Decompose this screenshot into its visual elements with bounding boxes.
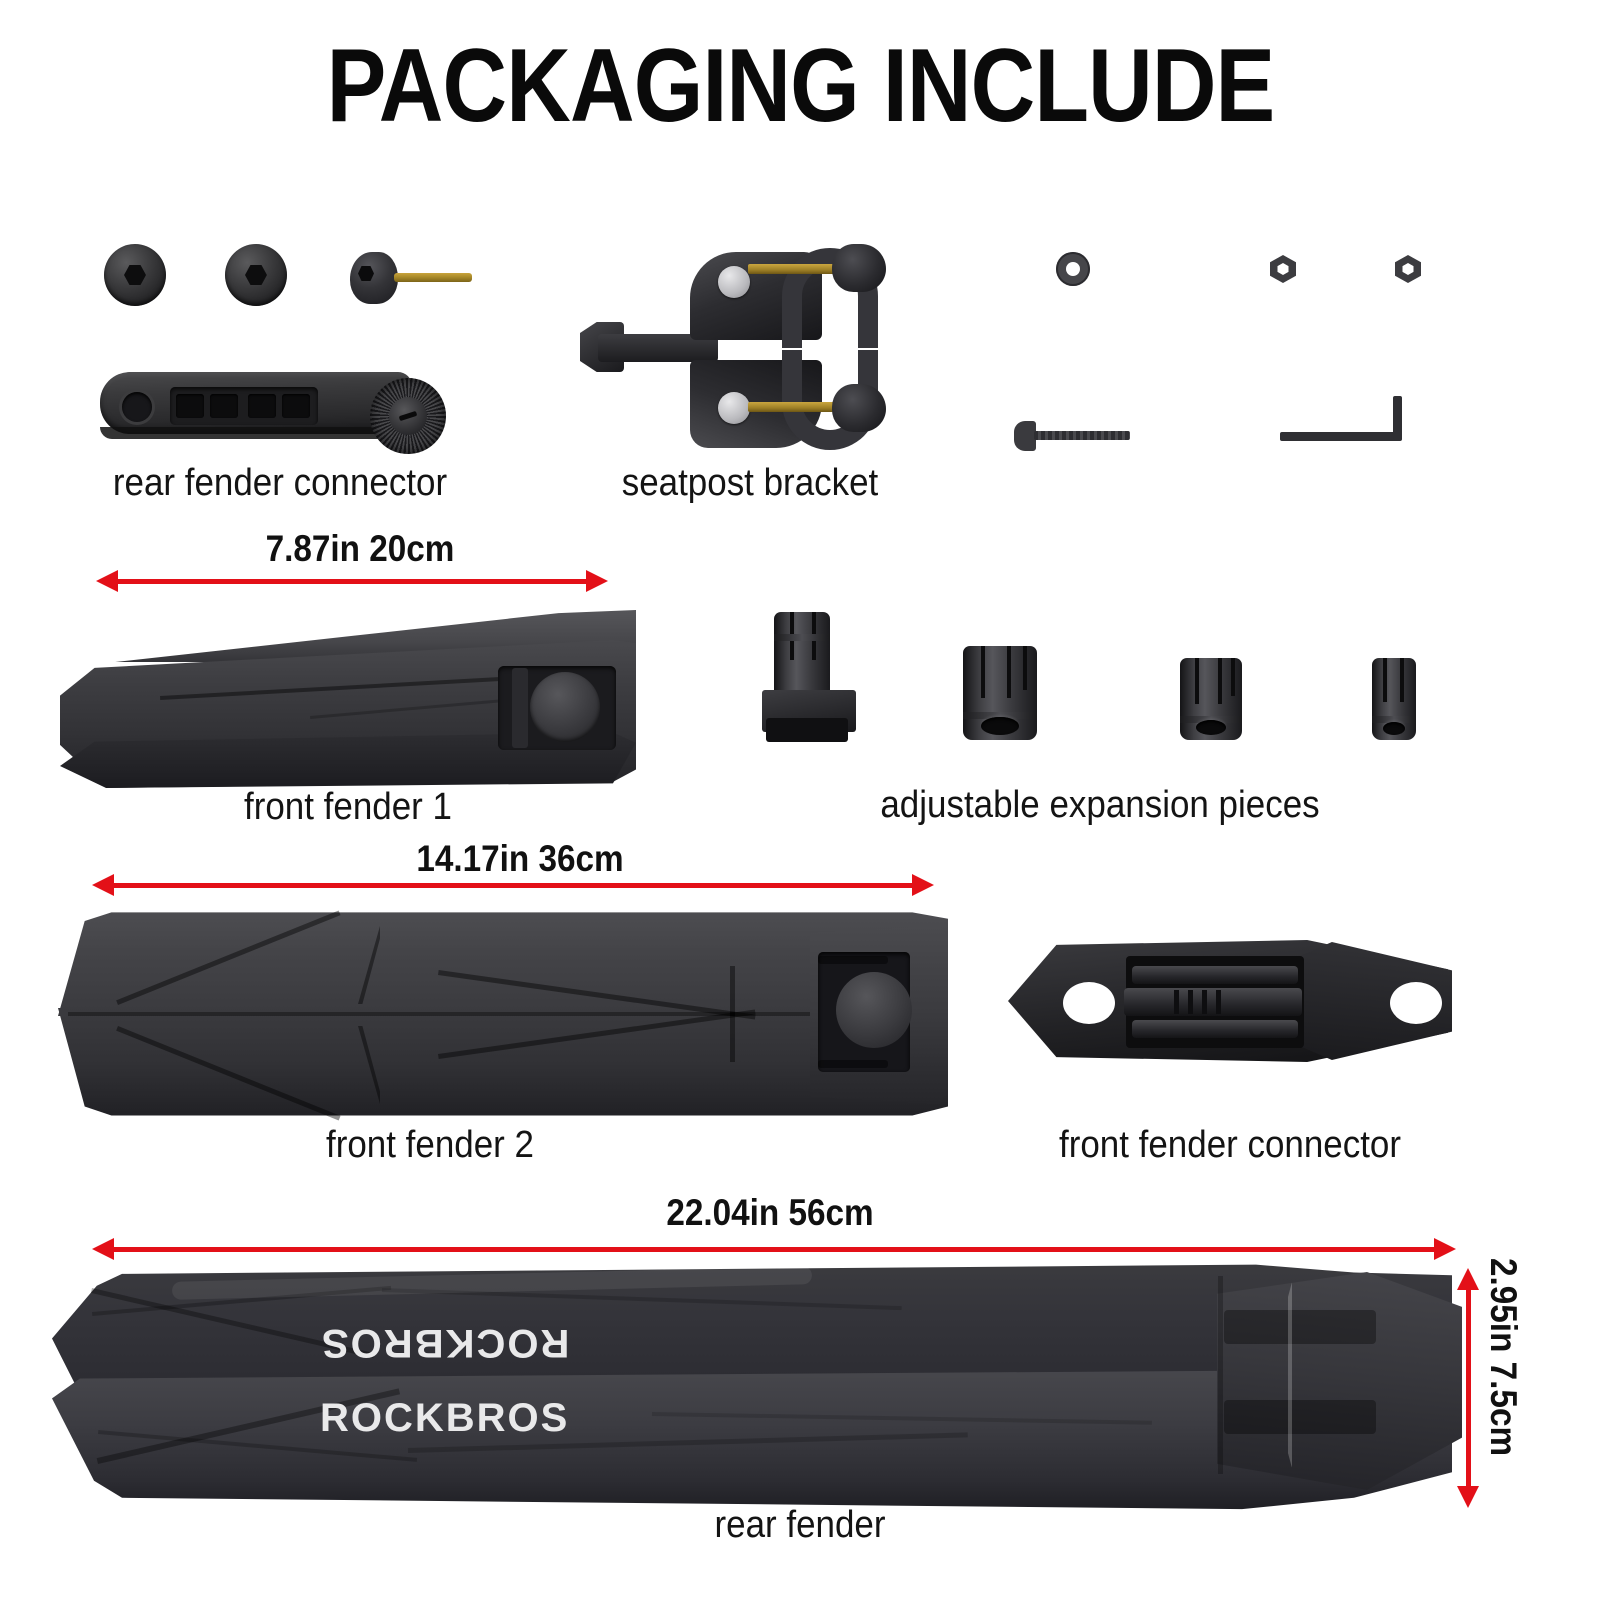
page-title: PACKAGING INCLUDE (326, 28, 1276, 144)
front-fender-2-dimension-arrow (92, 874, 934, 896)
adjustable-expansion-piece-large (762, 612, 872, 744)
round-knob-icon (104, 244, 166, 306)
thumbscrew-with-brass-rod-icon (350, 248, 472, 310)
front-fender-2-label: front fender 2 (326, 1124, 534, 1166)
front-fender-connector-label: front fender connector (1058, 1124, 1402, 1166)
seatpost-bracket-label: seatpost bracket (621, 462, 879, 504)
hex-nut-icon (1270, 255, 1296, 283)
front-fender-1-dimension-text: 7.87in 20cm (265, 528, 455, 569)
rear-fender-dimension-text: 22.04in 56cm (666, 1192, 874, 1233)
adjustable-expansion-pieces-label: adjustable expansion pieces (880, 784, 1320, 826)
threaded-bolt-icon (1014, 420, 1134, 452)
adjustable-expansion-piece-smallest (1372, 658, 1424, 744)
rear-fender-label: rear fender (714, 1504, 886, 1546)
rockbros-brand-top: ROCKBROS (320, 1321, 570, 1365)
washer-icon (1056, 252, 1090, 286)
front-fender-1-part (60, 610, 636, 788)
front-fender-2-dimension-text: 14.17in 36cm (416, 838, 624, 879)
seatpost-bracket-part (580, 244, 910, 452)
front-fender-connector-part (1008, 926, 1452, 1076)
rear-fender-connector-part (100, 358, 446, 468)
rockbros-brand-bottom: ROCKBROS (320, 1396, 570, 1440)
adjustable-expansion-piece-medium (963, 646, 1043, 742)
adjustable-expansion-piece-small (1180, 658, 1250, 744)
rear-fender-length-arrow (92, 1238, 1456, 1260)
front-fender-1-dimension-arrow (96, 570, 608, 592)
rear-fender-part: ROCKBROS ROCKBROS (52, 1262, 1462, 1512)
front-fender-2-part (58, 908, 948, 1121)
rear-fender-width-arrow (1457, 1268, 1479, 1508)
allen-key-icon (1280, 396, 1410, 446)
round-knob-icon (225, 244, 287, 306)
front-fender-1-label: front fender 1 (244, 786, 452, 828)
rear-fender-connector-label: rear fender connector (112, 462, 448, 504)
hex-nut-icon (1395, 255, 1421, 283)
rear-fender-width-dimension-text: 2.95in 7.5cm (1483, 1258, 1524, 1457)
